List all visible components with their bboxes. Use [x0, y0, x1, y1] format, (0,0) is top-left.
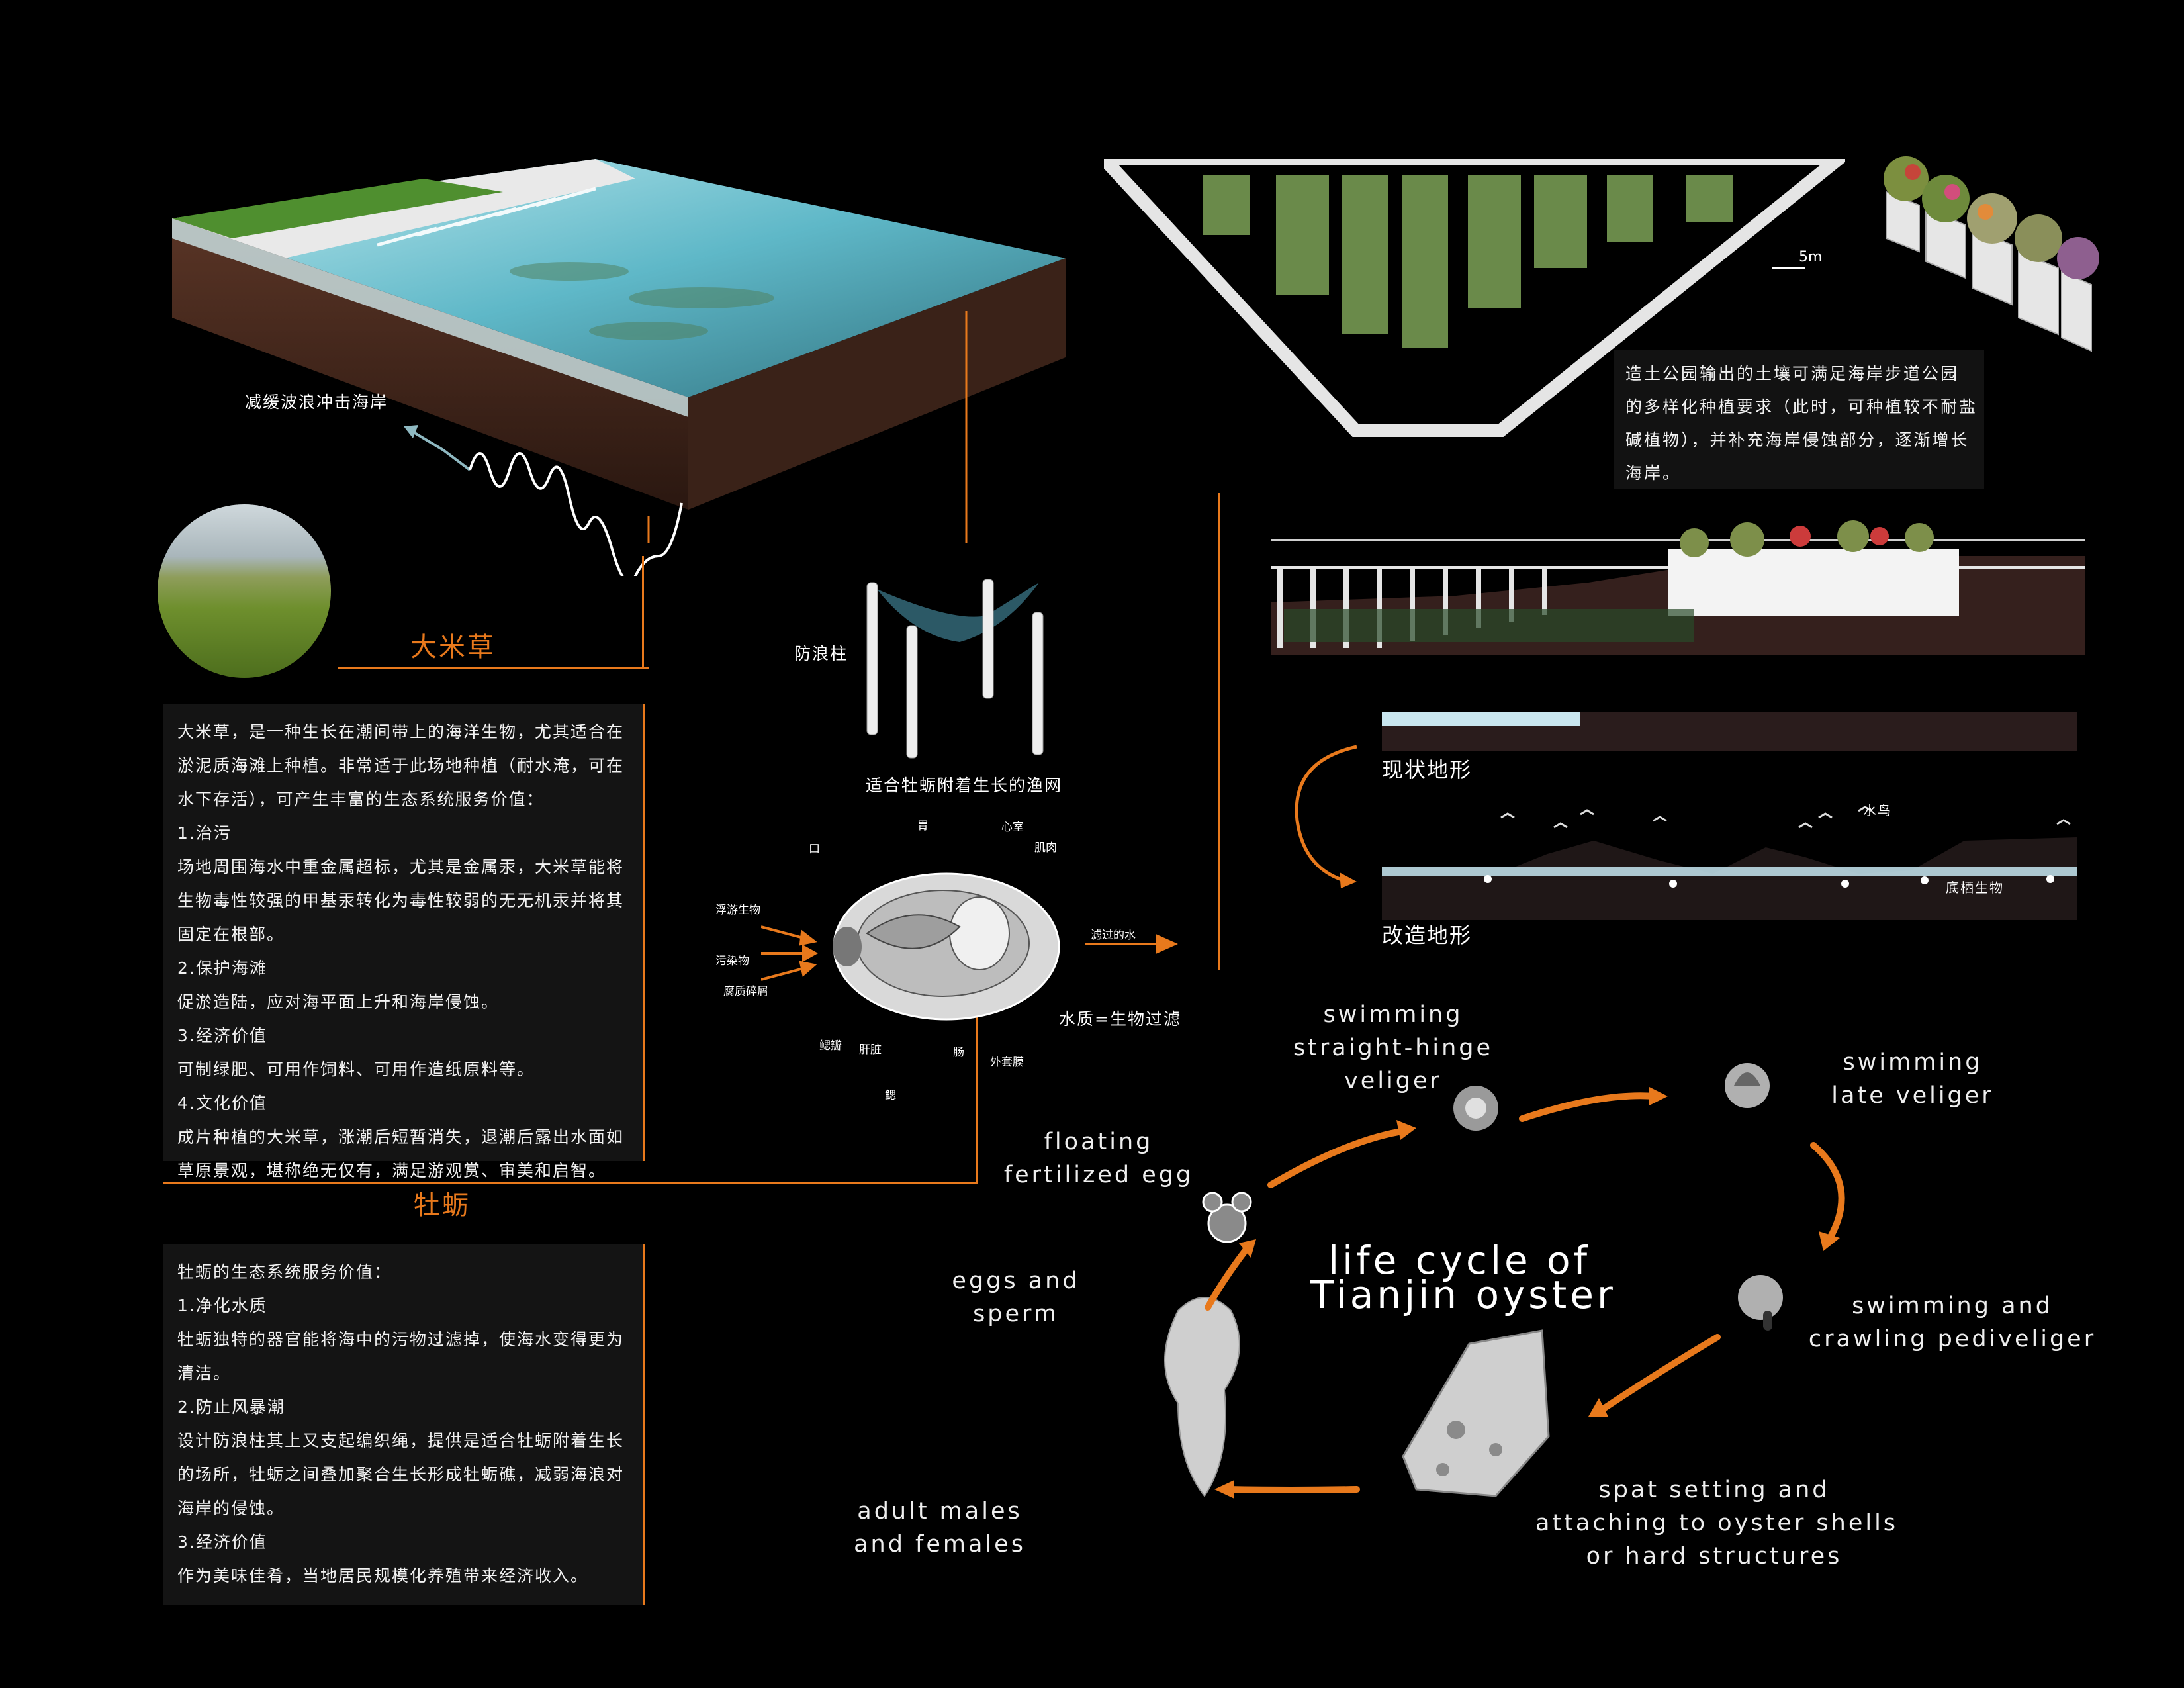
stage-line: eggs and: [952, 1268, 1080, 1294]
lifecycle-title-line: Tianjin oyster: [1310, 1272, 1616, 1317]
stage-late-label: swimming late veliger: [1813, 1046, 2012, 1112]
anatomy-stomach: 胃: [917, 820, 929, 833]
stage-line: swimming and: [1852, 1293, 2053, 1319]
oyster-stage-icons: [1164, 1063, 1845, 1499]
stage-adult-label: adult males and females: [847, 1495, 1032, 1561]
filtered-water-label: 滤过的水: [1091, 929, 1136, 942]
site-model-illustration: [172, 159, 1066, 543]
frame-line: [1218, 493, 1220, 970]
stage-line: adult males: [857, 1498, 1023, 1524]
stage-pedi-label: swimming and crawling pediveliger: [1800, 1289, 2105, 1356]
oyster-line: 设计防浪柱其上又支起编织绳，提供是适合牡蛎附着生长: [177, 1431, 625, 1450]
wave-icon: [404, 425, 683, 576]
anatomy-ventricle: 心室: [1001, 821, 1024, 834]
boardwalk-section: [1271, 520, 2085, 655]
soil-line: 海岸。: [1625, 463, 1682, 483]
cordgrass-line: 1.治污: [177, 823, 232, 843]
stage-line: crawling pediveliger: [1808, 1326, 2097, 1352]
cordgrass-line: 大米草，是一种生长在潮间带上的海洋生物，尤其适合在: [177, 722, 625, 741]
cordgrass-line: 促淤造陆，应对海平面上升和海岸侵蚀。: [177, 992, 500, 1011]
breakwater-pillars: [866, 579, 1044, 759]
frame-line: [338, 667, 649, 669]
cordgrass-line: 可制绿肥、可用作饲料、可用作造纸原料等。: [177, 1060, 535, 1079]
anatomy-plankton: 浮游生物: [715, 904, 760, 917]
stage-line: fertilized egg: [1003, 1162, 1194, 1188]
lifecycle-title-line: life cycle of: [1328, 1238, 1590, 1283]
modified-terrain: [1382, 806, 2077, 920]
cordgrass-line: 3.经济价值: [177, 1026, 267, 1045]
filter-caption: 水质=生物过滤: [1059, 1009, 1181, 1029]
oyster-line: 牡蛎独特的器官能将海中的污物过滤掉，使海水变得更为: [177, 1330, 625, 1349]
oyster-line: 1.净化水质: [177, 1296, 267, 1315]
soil-line: 造土公园输出的土壤可满足海岸步道公园: [1625, 364, 1960, 383]
stage-line: or hard structures: [1586, 1543, 1843, 1570]
anatomy-mouth: 口: [809, 843, 820, 856]
cordgrass-line: 4.文化价值: [177, 1094, 267, 1113]
stage-floating-label: floating fertilized egg: [999, 1125, 1198, 1192]
stage-straight-label: swimming straight-hinge veliger: [1291, 998, 1496, 1098]
anatomy-mantle: 外套膜: [990, 1056, 1024, 1069]
anatomy-liver: 肝脏: [859, 1043, 882, 1056]
cordgrass-line: 成片种植的大米草，涨潮后短暂消失，退潮后露出水面如: [177, 1127, 625, 1147]
cordgrass-title: 大米草: [410, 632, 496, 663]
birds-label: 水鸟: [1863, 802, 1892, 818]
lifecycle-title: life cycle of Tianjin oyster: [1310, 1238, 1616, 1317]
curve-arrow: [1295, 745, 1357, 888]
stage-line: swimming: [1843, 1049, 1983, 1076]
anatomy-detritus: 腐质碎屑: [723, 985, 768, 998]
stage-line: late veliger: [1831, 1082, 1994, 1109]
wave-label: 减缓波浪冲击海岸: [245, 393, 388, 412]
planter-boxes: [1884, 156, 2099, 352]
stage-eggs-label: eggs and sperm: [940, 1264, 1092, 1331]
planting-plan: [1104, 159, 1845, 437]
pillar-label: 防浪柱: [794, 644, 848, 663]
stage-line: veliger: [1344, 1068, 1442, 1094]
oyster-panel: 牡蛎的生态系统服务价值： 1.净化水质 牡蛎独特的器官能将海中的污物过滤掉，使海…: [163, 1244, 645, 1605]
cordgrass-line: 淤泥质海滩上种植。非常适于此场地种植（耐水淹，可在: [177, 756, 625, 775]
oyster-line: 清洁。: [177, 1364, 232, 1383]
stage-line: and females: [854, 1531, 1026, 1558]
benthic-label: 底栖生物: [1946, 880, 2004, 896]
net-label: 适合牡蛎附着生长的渔网: [866, 776, 1063, 795]
oyster-anatomy: [833, 872, 1060, 1021]
soil-line: 碱植物），并补充海岸侵蚀部分，逐渐增长: [1625, 430, 1970, 449]
stage-line: sperm: [973, 1301, 1059, 1327]
existing-terrain-label: 现状地形: [1382, 757, 1473, 782]
frame-line: [642, 556, 644, 669]
cordgrass-line: 水下存活），可产生丰富的生态系统服务价值：: [177, 790, 545, 809]
anatomy-pollutant: 污染物: [715, 955, 749, 968]
anatomy-gill: 鳃: [885, 1089, 896, 1102]
stage-line: spat setting and: [1598, 1477, 1830, 1503]
soil-line: 的多样化种植要求（此时，可种植较不耐盐: [1625, 397, 1978, 416]
anatomy-gill-lobe: 鳃瓣: [819, 1039, 842, 1053]
oyster-line: 海岸的侵蚀。: [177, 1499, 285, 1518]
existing-terrain: [1382, 712, 2077, 751]
oyster-line: 3.经济价值: [177, 1532, 267, 1552]
stage-line: swimming: [1323, 1002, 1463, 1028]
stage-line: floating: [1044, 1129, 1154, 1155]
oyster-line: 2.防止风暴潮: [177, 1397, 285, 1417]
cordgrass-line: 固定在根部。: [177, 925, 285, 944]
anatomy-muscle: 肌肉: [1034, 841, 1057, 855]
cordgrass-panel: 大米草，是一种生长在潮间带上的海洋生物，尤其适合在 淤泥质海滩上种植。非常适于此…: [163, 704, 645, 1180]
cordgrass-line: 草原景观，堪称绝无仅有，满足游观赏、审美和启智。: [177, 1161, 607, 1180]
stage-spat-label: spat setting and attaching to oyster she…: [1535, 1474, 1899, 1573]
plan-scale: 5m: [1799, 249, 1823, 265]
stage-line: straight-hinge: [1293, 1035, 1494, 1061]
oyster-line: 的场所，牡蛎之间叠加聚合生长形成牡蛎礁，减弱海浪对: [177, 1465, 625, 1484]
oyster-line: 牡蛎的生态系统服务价值：: [177, 1262, 392, 1282]
filter-arrows: [761, 925, 1178, 981]
modified-terrain-label: 改造地形: [1382, 923, 1473, 948]
frame-line: [163, 1182, 977, 1184]
frame-line: [976, 993, 978, 1184]
cordgrass-line: 场地周围海水中重金属超标，尤其是金属汞，大米草能将: [177, 857, 625, 876]
cordgrass-line: 生物毒性较强的甲基汞转化为毒性较弱的无无机汞并将其: [177, 891, 625, 910]
oyster-title: 牡蛎: [414, 1190, 471, 1221]
oyster-line: 作为美味佳肴，当地居民规模化养殖带来经济收入。: [177, 1566, 589, 1585]
cordgrass-photo: [158, 504, 331, 678]
stage-line: attaching to oyster shells: [1535, 1510, 1899, 1536]
cordgrass-line: 2.保护海滩: [177, 959, 267, 978]
soil-annotation: 造土公园输出的土壤可满足海岸步道公园 的多样化种植要求（此时，可种植较不耐盐 碱…: [1614, 350, 1984, 489]
anatomy-intestine: 肠: [953, 1046, 964, 1059]
